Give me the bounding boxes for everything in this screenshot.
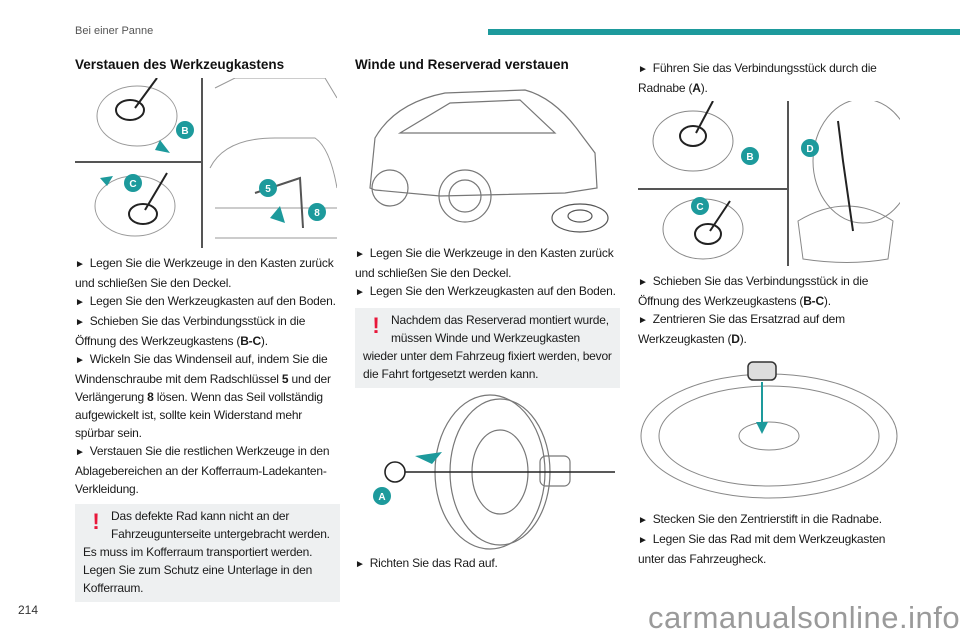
connector-illustration: D B C: [638, 101, 900, 266]
step: ►Legen Sie den Werkzeugkasten auf den Bo…: [75, 294, 336, 308]
triangle-bullet-icon: ►: [638, 315, 648, 326]
triangle-bullet-icon: ►: [75, 297, 85, 308]
section-header: Bei einer Panne: [75, 25, 154, 37]
jack-steps: ►Legen Sie die Werkzeuge in den Kasten z…: [355, 244, 620, 302]
step: ►Stecken Sie den Zentrierstift in die Ra…: [638, 512, 882, 526]
label-c: C: [129, 179, 136, 190]
column-toolbox: Verstauen des Werkzeugkastens B C 5 8 ►L…: [75, 57, 340, 602]
wheel-steps-2-3: ►Schieben Sie das Verbindungsstück in di…: [638, 272, 908, 348]
triangle-bullet-icon: ►: [638, 515, 648, 526]
heading-jack-spare-wheel: Winde und Reserverad verstauen: [355, 57, 569, 72]
warning-box: !Nachdem das Reserverad montiert wurde, …: [355, 308, 620, 388]
watermark: carmanualsonline.info: [648, 600, 960, 635]
label-d: D: [806, 144, 813, 155]
warning-box: !Das defekte Rad kann nicht an der Fahrz…: [75, 504, 340, 602]
triangle-bullet-icon: ►: [75, 317, 85, 328]
triangle-bullet-icon: ►: [355, 249, 365, 260]
label-b: B: [746, 152, 753, 163]
heading-toolbox-storage: Verstauen des Werkzeugkastens: [75, 57, 285, 72]
column-wheel: ►Führen Sie das Verbindungsstück durch d…: [638, 59, 908, 568]
triangle-bullet-icon: ►: [638, 64, 648, 75]
wheel-steps-4-5: ►Stecken Sie den Zentrierstift in die Ra…: [638, 510, 908, 568]
label-a: A: [378, 492, 385, 503]
step: ►Zentrieren Sie das Ersatzrad auf dem We…: [638, 312, 845, 346]
warning-icon: !: [92, 509, 100, 534]
triangle-bullet-icon: ►: [75, 355, 85, 366]
step: ►Schieben Sie das Verbindungsstück in di…: [638, 274, 869, 308]
step: ►Schieben Sie das Verbindungsstück in di…: [75, 314, 306, 348]
step: ►Führen Sie das Verbindungsstück durch d…: [638, 61, 877, 95]
label-8: 8: [314, 208, 320, 219]
page-number: 214: [18, 603, 39, 617]
triangle-bullet-icon: ►: [75, 259, 85, 270]
warning-icon: !: [372, 313, 380, 338]
triangle-bullet-icon: ►: [355, 559, 365, 570]
triangle-bullet-icon: ►: [638, 535, 648, 546]
step: ►Richten Sie das Rad auf.: [355, 556, 498, 570]
centering-pin-illustration: [638, 354, 900, 504]
step: ►Legen Sie den Werkzeugkasten auf den Bo…: [355, 284, 616, 298]
toolbox-steps: ►Legen Sie die Werkzeuge in den Kasten z…: [75, 254, 340, 498]
step: ►Verstauen Sie die restlichen Werkzeuge …: [75, 444, 330, 496]
wheel-illustration: A: [370, 392, 620, 552]
triangle-bullet-icon: ►: [355, 287, 365, 298]
step: ►Wickeln Sie das Windenseil auf, indem S…: [75, 352, 331, 440]
step: ►Legen Sie die Werkzeuge in den Kasten z…: [75, 256, 334, 290]
wheel-step-1: ►Führen Sie das Verbindungsstück durch d…: [638, 59, 908, 97]
step: ►Legen Sie das Rad mit dem Werkzeugkaste…: [638, 532, 886, 566]
triangle-bullet-icon: ►: [75, 447, 85, 458]
label-c: C: [696, 202, 703, 213]
triangle-bullet-icon: ►: [638, 277, 648, 288]
step: ►Legen Sie die Werkzeuge in den Kasten z…: [355, 246, 614, 280]
car-illustration: [355, 78, 620, 238]
label-b: B: [181, 126, 188, 137]
jack-step-final: ►Richten Sie das Rad auf.: [355, 554, 620, 574]
column-jack: Winde und Reserverad verstauen ►Legen Si…: [355, 57, 620, 574]
accent-bar: [488, 29, 960, 35]
label-5: 5: [265, 184, 271, 195]
toolbox-illustration: B C 5 8: [75, 78, 337, 248]
